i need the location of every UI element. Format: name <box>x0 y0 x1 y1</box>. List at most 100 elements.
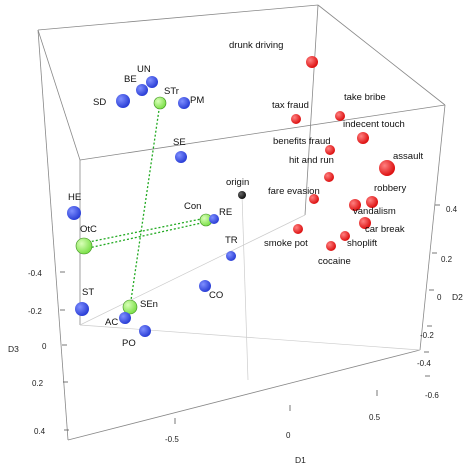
data-label-drunk-driving: drunk driving <box>229 40 283 51</box>
data-label-re: RE <box>219 207 232 218</box>
tick-label-d2: -0.2 <box>420 331 434 340</box>
data-point-sen <box>122 299 138 315</box>
data-point-he <box>67 206 81 220</box>
box-edge <box>79 104 446 161</box>
box-edge <box>37 29 81 161</box>
tick-label-d1: 0 <box>286 431 291 440</box>
data-label-he: HE <box>68 192 81 203</box>
data-point-shoplift <box>340 231 350 241</box>
data-label-be: BE <box>124 74 137 85</box>
data-point-co <box>199 280 211 292</box>
data-label-po: PO <box>122 338 136 349</box>
tick-label-d1: -0.5 <box>165 435 179 444</box>
data-point-pm <box>178 97 190 109</box>
connectors <box>83 102 207 308</box>
axis-label-d1: D1 <box>295 455 306 465</box>
tick-label-d3: 0.2 <box>32 379 44 388</box>
data-label-co: CO <box>209 290 223 301</box>
data-point-sd <box>116 94 130 108</box>
connector-line <box>83 217 207 244</box>
data-label-hit-and-run: hit and run <box>289 155 334 166</box>
data-label-str: STr <box>164 86 179 97</box>
axis-label-d3: D3 <box>8 344 19 354</box>
data-label-un: UN <box>137 64 151 75</box>
tick-label-d3: -0.4 <box>28 269 42 278</box>
data-point-tax-fraud <box>291 114 301 124</box>
data-point-smoke-pot <box>293 224 303 234</box>
data-point-assault <box>379 160 395 176</box>
tick-label-d2: -0.6 <box>425 391 439 400</box>
data-label-sen: SEn <box>140 299 158 310</box>
data-label-se: SE <box>173 137 186 148</box>
connector-line <box>129 102 161 308</box>
data-point-drunk-driving <box>306 56 318 68</box>
data-label-fare-evasion: fare evasion <box>268 186 320 197</box>
data-label-smoke-pot: smoke pot <box>264 238 308 249</box>
data-label-st: ST <box>82 287 94 298</box>
data-point-vandalism <box>349 199 361 211</box>
data-label-tr: TR <box>225 235 238 246</box>
box-edge <box>419 104 446 351</box>
box-edge <box>37 4 319 31</box>
data-point-robbery <box>366 196 378 208</box>
data-label-assault: assault <box>393 151 423 162</box>
data-label-otc: OtC <box>80 224 97 235</box>
tick-labels: -0.5 0 0.5 -0.6 -0.4 -0.2 0 0.2 0.4 -0.4… <box>28 205 458 444</box>
data-point-cocaine <box>326 241 336 251</box>
data-label-car-break: car break <box>365 224 405 235</box>
data-label-take-bribe: take bribe <box>344 92 386 103</box>
data-label-pm: PM <box>190 95 204 106</box>
data-label-cocaine: cocaine <box>318 256 351 267</box>
data-point-ac <box>119 312 131 324</box>
tick-label-d2: 0 <box>437 293 442 302</box>
data-point-re <box>209 214 219 224</box>
tick-label-d2: -0.4 <box>417 359 431 368</box>
tick-label-d2: 0.4 <box>446 205 458 214</box>
data-label-indecent-touch: indecent touch <box>343 119 405 130</box>
box-frame <box>37 4 446 441</box>
data-point-otc <box>75 237 93 255</box>
data-labels: drunk driving take bribe tax fraud indecent… <box>68 40 423 349</box>
tick-marks <box>60 204 440 431</box>
data-label-shoplift: shoplift <box>347 238 377 249</box>
floor-line <box>79 214 306 326</box>
tick-label-d3: -0.2 <box>28 307 42 316</box>
data-label-ac: AC <box>105 317 118 328</box>
data-point-benefits-fraud <box>325 145 335 155</box>
data-point-se <box>175 151 187 163</box>
floor-line <box>241 194 249 381</box>
floor-line <box>79 324 421 351</box>
data-point-hit-and-run <box>324 172 334 182</box>
data-label-robbery: robbery <box>374 183 406 194</box>
axis-label-d2: D2 <box>452 292 463 302</box>
data-point-tr <box>226 251 236 261</box>
tick-label-d3: 0.4 <box>34 427 46 436</box>
data-point-indecent-touch <box>357 132 369 144</box>
data-point-car-break <box>359 217 371 229</box>
data-point-po <box>139 325 151 337</box>
tick-label-d1: 0.5 <box>369 413 381 422</box>
data-point-be <box>136 84 148 96</box>
box-edge <box>304 4 319 216</box>
box-edge <box>37 29 69 441</box>
data-point-str <box>153 96 167 110</box>
data-point-un <box>146 76 158 88</box>
data-label-benefits-fraud: benefits fraud <box>273 136 331 147</box>
data-point-origin <box>238 191 246 199</box>
data-label-tax-fraud: tax fraud <box>272 100 309 111</box>
floor-lines <box>79 194 421 381</box>
box-edge <box>317 4 446 106</box>
tick-label-d3: 0 <box>42 342 47 351</box>
data-label-vandalism: vandalism <box>353 206 396 217</box>
data-point-fare-evasion <box>309 194 319 204</box>
connector-line <box>83 221 207 250</box>
data-label-con: Con <box>184 201 201 212</box>
data-point-take-bribe <box>335 111 345 121</box>
data-label-origin: origin <box>226 177 249 188</box>
data-label-sd: SD <box>93 97 106 108</box>
tick-label-d2: 0.2 <box>441 255 453 264</box>
data-marks <box>67 56 395 337</box>
data-point-st <box>75 302 89 316</box>
box-edge <box>67 349 421 441</box>
